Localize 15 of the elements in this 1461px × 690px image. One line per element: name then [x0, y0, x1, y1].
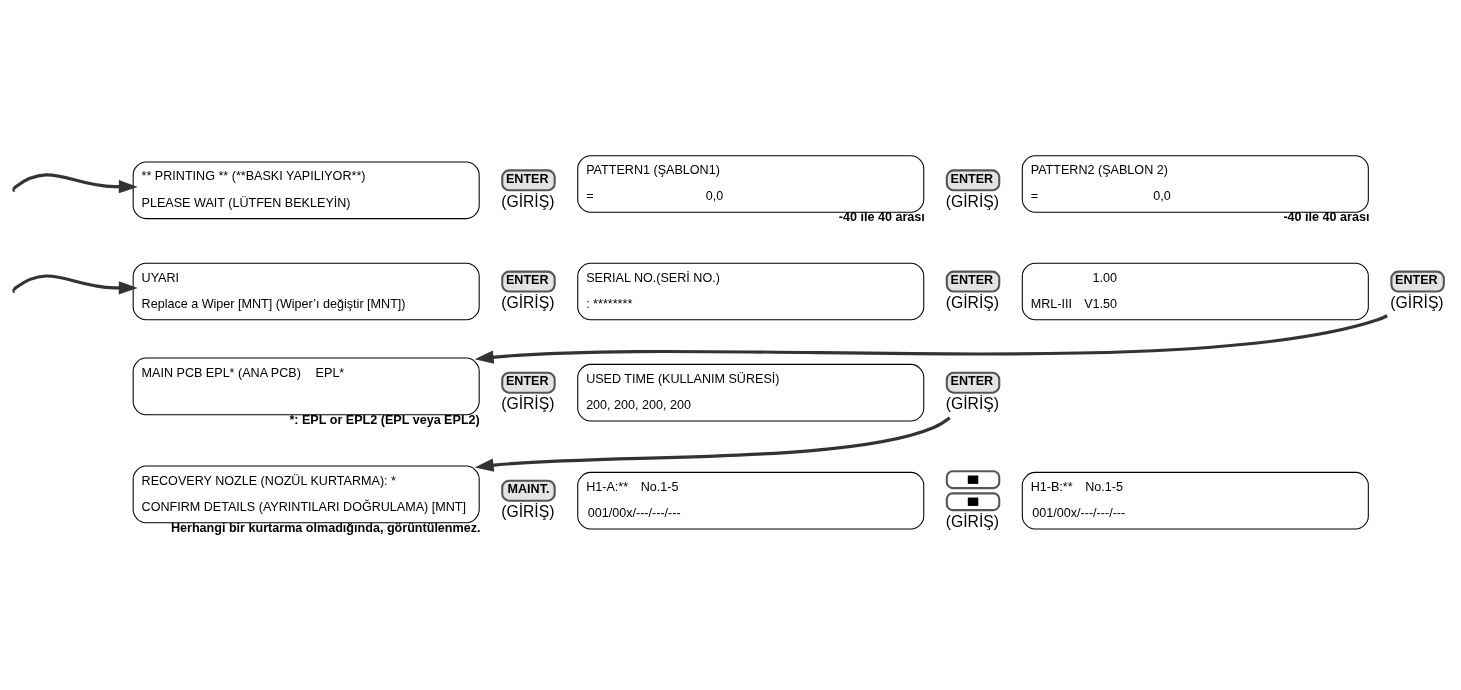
node-label: (GİRİŞ) — [501, 502, 555, 520]
node-label: (GİRİŞ) — [501, 192, 555, 210]
node-label: (GİRİŞ) — [1390, 293, 1444, 311]
node-label: (GİRİŞ) — [945, 394, 1000, 412]
node-label: (GİRİŞ) — [945, 512, 1000, 530]
arrow — [12, 172, 138, 193]
node-label: (GİRİŞ) — [501, 394, 555, 412]
node-label: Herhangi bir kurtarma olmadığında, görüntülenmez. — [170, 520, 481, 535]
arrow — [474, 313, 1388, 364]
node-label: *: EPL or EPL2 (EPL veya EPL2) — [289, 412, 480, 427]
arrow — [12, 273, 138, 294]
node-label: (GİRİŞ) — [945, 192, 1000, 210]
node-label: (GİRİŞ) — [501, 293, 555, 311]
node-label: (GİRİŞ) — [945, 293, 1000, 311]
arrow — [474, 415, 951, 472]
